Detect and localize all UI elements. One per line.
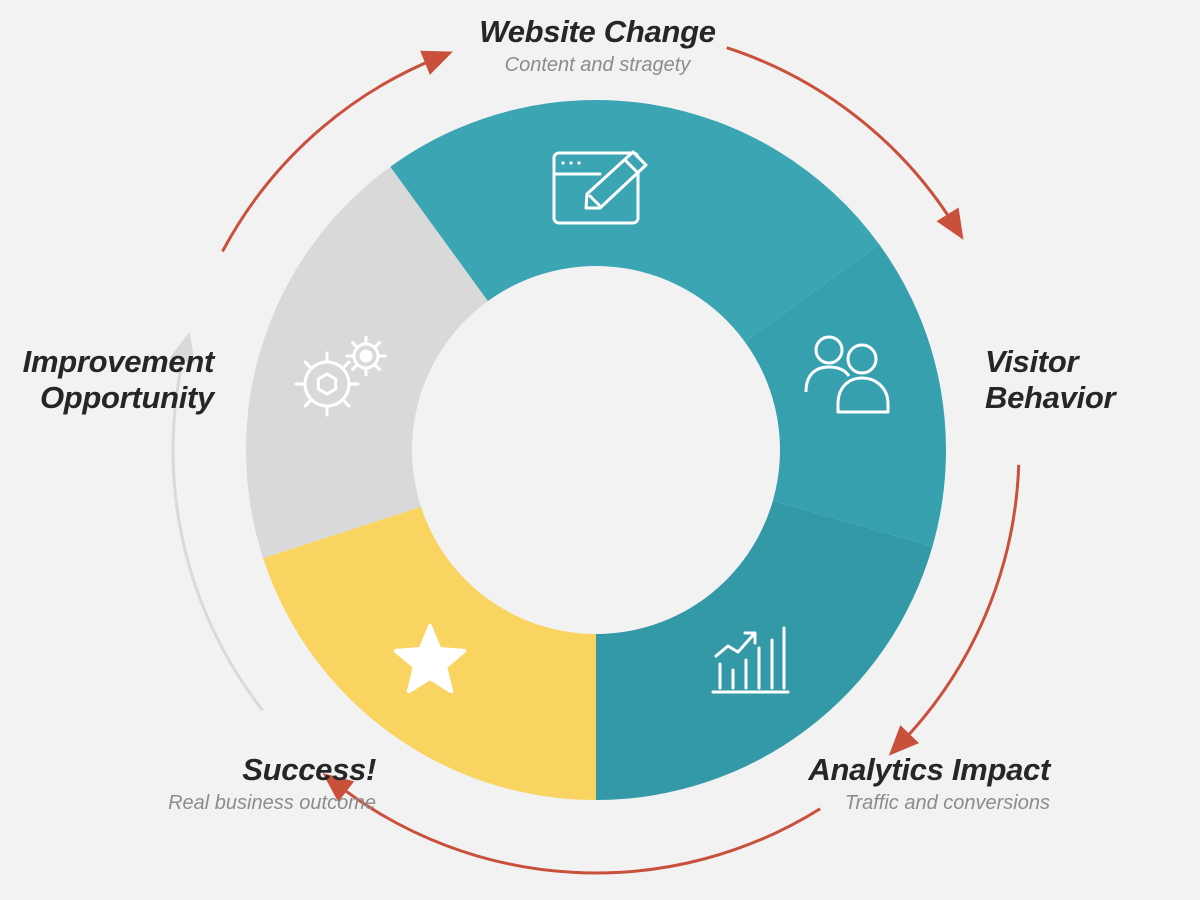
edit-window-icon bbox=[552, 150, 648, 225]
stage-subtitle-analytics-impact: Traffic and conversions bbox=[844, 792, 1050, 814]
cycle-arrows bbox=[169, 46, 1021, 875]
gears-icon bbox=[294, 335, 387, 417]
stage-subtitle-website-change: Content and stragety bbox=[504, 54, 691, 76]
gear-big-tooth bbox=[303, 398, 313, 408]
gear-small-tooth bbox=[351, 341, 360, 350]
label-success: Success! Real business outcome bbox=[100, 752, 376, 816]
arrow-website-to-visitor bbox=[726, 46, 956, 227]
arrowhead-analytics-to-success bbox=[322, 773, 355, 802]
arrowhead-improvement-to-website bbox=[420, 50, 453, 75]
stage-title-improvement-line1: Improvement bbox=[22, 344, 215, 379]
gear-big-hub bbox=[316, 372, 338, 396]
users-icon bbox=[804, 335, 890, 414]
label-website-change: Website Change Content and stragety bbox=[430, 14, 765, 78]
bar-chart-icon bbox=[711, 626, 790, 694]
segment-website-change bbox=[390, 100, 880, 342]
label-visitor-behavior: Visitor Behavior bbox=[985, 344, 1185, 416]
arrow-success-to-improvement bbox=[171, 347, 264, 712]
stage-title-visitor-line2: Behavior bbox=[985, 380, 1116, 415]
label-improvement-opportunity: Improvement Opportunity bbox=[10, 344, 215, 416]
arrowhead-website-to-visitor bbox=[936, 207, 964, 240]
stage-title-analytics-impact: Analytics Impact bbox=[808, 752, 1050, 787]
arrow-visitor-to-analytics bbox=[899, 464, 1021, 745]
stage-title-website-change: Website Change bbox=[479, 14, 716, 49]
label-analytics-impact: Analytics Impact Traffic and conversions bbox=[790, 752, 1050, 816]
arrowhead-visitor-to-analytics bbox=[888, 725, 920, 756]
arrow-analytics-to-success bbox=[334, 782, 821, 875]
segment-improvement-opportunity bbox=[246, 166, 488, 559]
stage-title-visitor-line1: Visitor bbox=[985, 344, 1079, 379]
gear-big-tooth bbox=[341, 360, 351, 370]
arrow-improvement-to-website bbox=[221, 56, 439, 253]
gear-big-tooth bbox=[303, 360, 313, 370]
segment-analytics-impact bbox=[596, 500, 933, 800]
gear-small-hub bbox=[359, 349, 373, 363]
gear-big-tooth bbox=[341, 398, 351, 408]
gear-small-tooth bbox=[372, 341, 381, 350]
stage-subtitle-success: Real business outcome bbox=[168, 792, 376, 814]
stage-title-improvement-line2: Opportunity bbox=[39, 380, 214, 415]
gear-small-tooth bbox=[372, 362, 381, 371]
stage-title-success: Success! bbox=[242, 752, 376, 787]
gear-small-tooth bbox=[351, 362, 360, 371]
star-icon bbox=[393, 624, 467, 694]
arrowhead-success-to-improvement bbox=[169, 331, 195, 364]
